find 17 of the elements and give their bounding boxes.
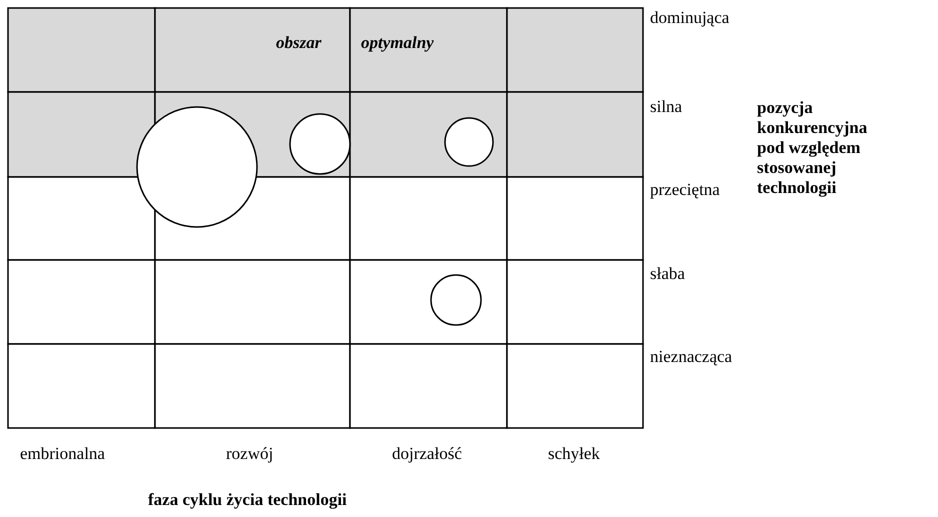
column-label: rozwój	[226, 444, 274, 464]
row-label: nieznacząca	[650, 347, 732, 367]
bubble-circle	[430, 274, 482, 326]
bubble-circle	[289, 113, 351, 175]
region-label: optymalny	[361, 33, 434, 53]
row-label: słaba	[650, 264, 685, 284]
bubble-circle	[136, 106, 258, 228]
column-label: schyłek	[548, 444, 600, 464]
column-label: embrionalna	[20, 444, 105, 464]
row-label: silna	[650, 97, 682, 117]
axis-title: pozycja konkurencyjna pod względem stosowanej technologii	[757, 98, 868, 198]
column-label: dojrzałość	[392, 444, 462, 464]
row-label: przeciętna	[650, 180, 720, 200]
bubble-circle	[444, 117, 494, 167]
axis-title: faza cyklu życia technologii	[148, 490, 347, 510]
row-label: dominująca	[650, 8, 730, 28]
region-label: obszar	[276, 33, 322, 53]
